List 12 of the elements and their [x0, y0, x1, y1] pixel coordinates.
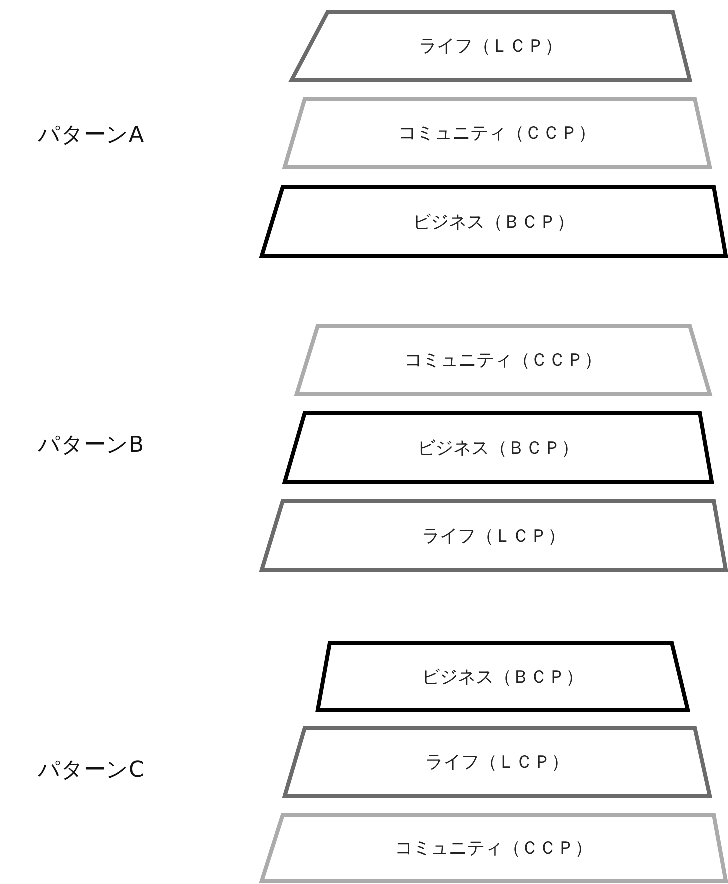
layer-label: コミュニティ（ＣＣＰ）: [394, 837, 594, 860]
layer-label: ライフ（ＬＣＰ）: [418, 35, 564, 58]
layer-label: ライフ（ＬＣＰ）: [424, 751, 570, 774]
layer-label: コミュニティ（ＣＣＰ）: [404, 349, 604, 372]
layer-label: ビジネス（ＢＣＰ）: [416, 436, 580, 460]
layer-label: ビジネス（ＢＣＰ）: [421, 666, 585, 688]
layer-label: ビジネス（ＢＣＰ）: [412, 210, 576, 234]
pattern-label: パターンC: [38, 757, 144, 785]
pattern-label: パターンB: [38, 432, 144, 460]
layer-label: コミュニティ（ＣＣＰ）: [398, 122, 598, 145]
layer-label: ライフ（ＬＣＰ）: [421, 524, 567, 548]
pattern-label: パターンA: [38, 122, 144, 150]
